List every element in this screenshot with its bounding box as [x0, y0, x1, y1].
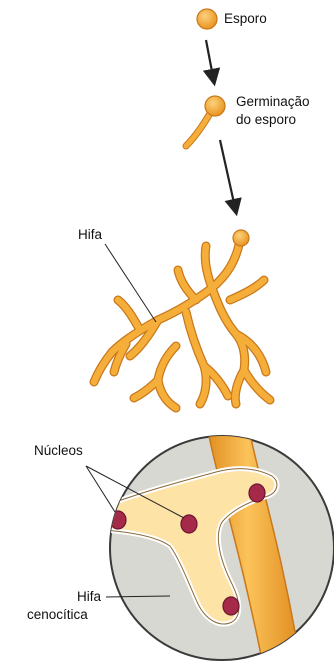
- label-nuclei: Núcleos: [34, 443, 83, 459]
- nucleus: [223, 597, 239, 615]
- spore-shape: [197, 9, 217, 29]
- label-coenocytic-line2: cenocítica: [27, 607, 88, 623]
- hypha-network: [94, 230, 270, 408]
- label-coenocytic-line1: Hifa: [77, 589, 101, 605]
- arrow-germination-to-hypha: [220, 140, 236, 212]
- label-germination-line2: do esporo: [236, 112, 296, 128]
- leader-line-nuclei-1: [86, 466, 115, 512]
- label-germination-line1: Germinação: [236, 94, 310, 110]
- zoom-circle: [94, 415, 334, 660]
- germinating-spore-shape: [186, 96, 225, 146]
- label-hypha: Hifa: [78, 227, 102, 243]
- nucleus: [110, 511, 126, 529]
- label-spore: Esporo: [224, 11, 267, 27]
- arrow-spore-to-germination: [206, 40, 214, 82]
- nucleus: [249, 484, 265, 502]
